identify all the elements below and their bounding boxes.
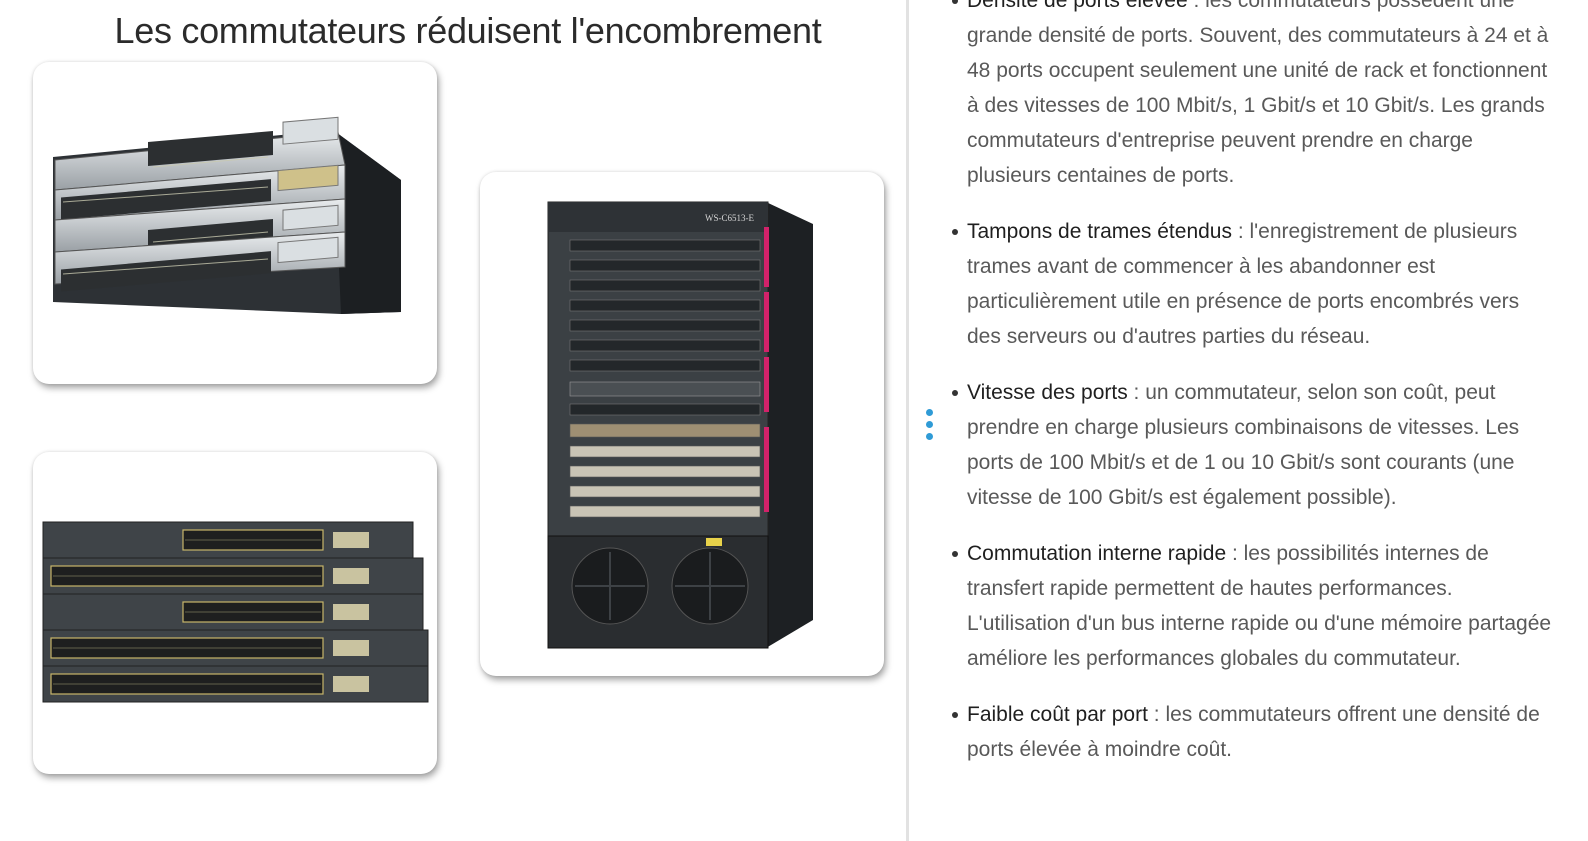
feature-description: : les commutateurs possèdent une grande …	[967, 0, 1549, 187]
list-item: Densité de ports élevée : les commutateu…	[952, 0, 1552, 193]
list-item: Tampons de trames étendus : l'enregistre…	[952, 214, 1552, 354]
feature-term: Densité de ports élevée	[967, 0, 1188, 12]
stacked-switches-dark-image	[42, 521, 429, 703]
left-panel: Les commutateurs réduisent l'encombremen…	[33, 10, 884, 774]
handle-dot	[926, 409, 933, 416]
feature-description: : les possibilités internes de transfert…	[967, 542, 1552, 670]
list-item: Faible coût par port : les commutateurs …	[952, 697, 1552, 767]
panel-divider	[906, 0, 909, 841]
handle-dot	[926, 433, 933, 440]
vertical-dots-icon[interactable]	[923, 409, 935, 449]
image-card-stacked-switches-dark	[33, 452, 437, 774]
stacked-switches-image	[53, 116, 401, 314]
handle-dot	[926, 421, 933, 428]
list-item: Vitesse des ports : un commutateur, selo…	[952, 375, 1552, 515]
feature-description: : un commutateur, selon son coût, peut p…	[967, 381, 1520, 509]
feature-term: Tampons de trames étendus	[967, 220, 1232, 243]
feature-list: Densité de ports élevée : les commutateu…	[952, 0, 1552, 788]
feature-description: : les commutateurs offrent une densité d…	[967, 703, 1540, 761]
feature-term: Faible coût par port	[967, 703, 1148, 726]
chassis-model-label: WS-C6513-E	[705, 213, 754, 223]
chassis-switch-image: WS-C6513-E	[547, 201, 813, 649]
feature-description: : l'enregistrement de plusieurs trames a…	[967, 220, 1520, 348]
feature-term: Vitesse des ports	[967, 381, 1128, 404]
list-item: Commutation interne rapide : les possibi…	[952, 536, 1552, 676]
image-card-modular-chassis: WS-C6513-E	[480, 172, 884, 676]
slide-title: Les commutateurs réduisent l'encombremen…	[114, 10, 822, 51]
feature-term: Commutation interne rapide	[967, 542, 1227, 565]
image-card-stacked-switches-silver	[33, 62, 437, 384]
right-panel: Densité de ports élevée : les commutateu…	[909, 0, 1588, 841]
